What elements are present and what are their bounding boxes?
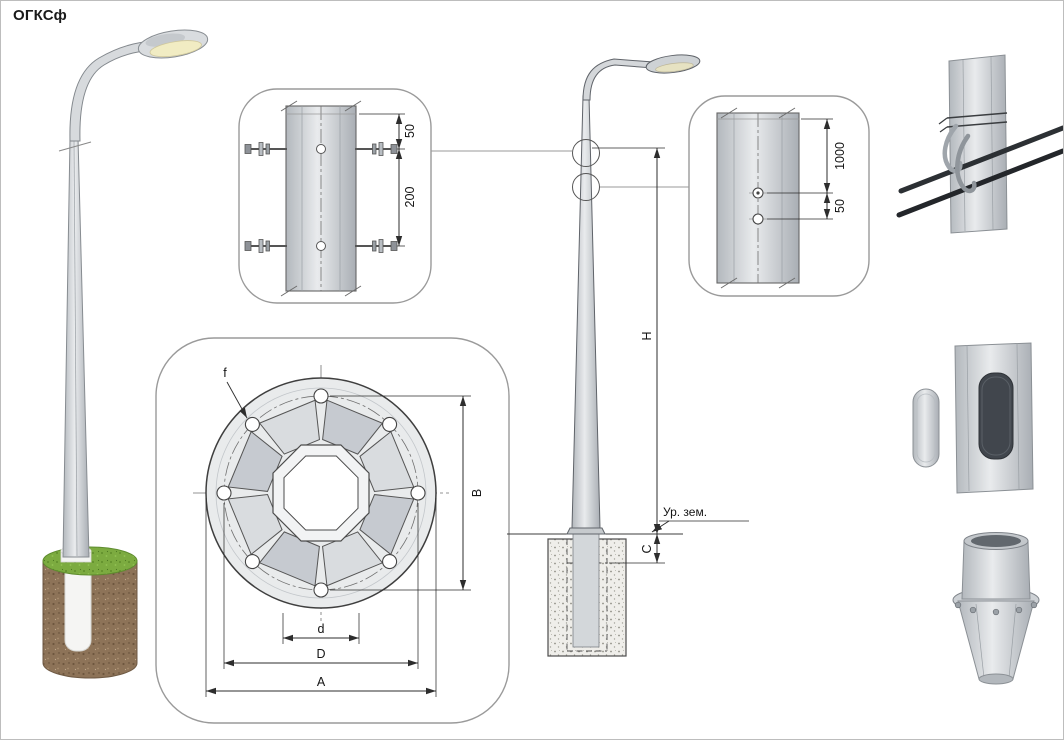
dim-label-A: A xyxy=(317,675,326,689)
luminaire-elevation xyxy=(645,54,701,74)
clamp-bolts xyxy=(244,141,398,254)
octagon-inner xyxy=(283,455,359,531)
dim-label-200: 200 xyxy=(403,187,417,208)
f-leader xyxy=(226,381,248,419)
pole-3d-render xyxy=(42,29,209,679)
break-mark xyxy=(58,141,92,152)
lamp-lens xyxy=(149,40,202,58)
dim-label-1000: 1000 xyxy=(833,142,847,170)
dim-label-50: 50 xyxy=(403,124,417,138)
embedded-pole xyxy=(572,533,600,648)
dim-label-C: C xyxy=(640,544,654,553)
transport-rod xyxy=(898,125,1063,194)
detail-marker-lower xyxy=(572,173,600,201)
flange-dimensions: f B d D A xyxy=(205,366,484,697)
shell-opening xyxy=(971,535,1021,547)
pole-base-shoe xyxy=(566,527,606,535)
pole-section xyxy=(716,107,800,289)
flange-bolt xyxy=(954,601,962,609)
clamp-detail-callout: 50 200 xyxy=(238,88,432,304)
hook xyxy=(955,133,977,194)
door-cover xyxy=(912,388,940,468)
door-opening xyxy=(978,372,1014,460)
holes-detail-callout: 1000 50 xyxy=(688,95,870,297)
dim-label-B: B xyxy=(470,489,484,497)
base-flange-3d xyxy=(952,532,1040,685)
drawing-title: ОГКСф xyxy=(13,7,67,24)
dim-label-d: d xyxy=(318,622,325,636)
detail-marker-upper xyxy=(572,139,600,167)
access-door-3d xyxy=(912,342,1034,494)
elevation-dimensions: H C Ур. зем. xyxy=(592,147,749,564)
dim-label-H: H xyxy=(640,331,654,340)
transport-rod xyxy=(896,148,1063,218)
flange-top-view xyxy=(193,365,449,621)
pole-section xyxy=(280,100,362,297)
foundation-3d xyxy=(42,545,138,679)
holes-dimensions: 1000 50 xyxy=(767,118,847,220)
pole-top-3d xyxy=(896,54,1063,234)
dim-label-D: D xyxy=(316,647,325,661)
flange-bolt xyxy=(1030,601,1038,609)
dim-label-50: 50 xyxy=(833,199,847,213)
ground-level-arrow xyxy=(651,520,670,533)
flange-bolt xyxy=(969,606,977,614)
clamp-dimensions: 50 200 xyxy=(359,113,417,247)
pole-elevation xyxy=(566,54,701,535)
flange-detail-callout: f B d D A xyxy=(155,337,510,724)
luminaire-3d xyxy=(137,29,209,59)
foundation-section xyxy=(547,533,627,657)
lamp-arm-3d xyxy=(69,40,155,142)
flange-bolt xyxy=(992,608,1000,616)
elevation-view: H C Ур. зем. xyxy=(507,54,749,657)
wire-tie xyxy=(946,112,1008,119)
hole-label-f: f xyxy=(223,366,227,380)
flange-bolt xyxy=(1015,606,1023,614)
lamp-arm-elevation xyxy=(582,58,654,101)
foundation-sleeve xyxy=(64,562,92,652)
pole-shaft-3d xyxy=(62,137,90,558)
bolt-hole xyxy=(752,213,764,225)
ground-level-label: Ур. зем. xyxy=(663,505,707,519)
